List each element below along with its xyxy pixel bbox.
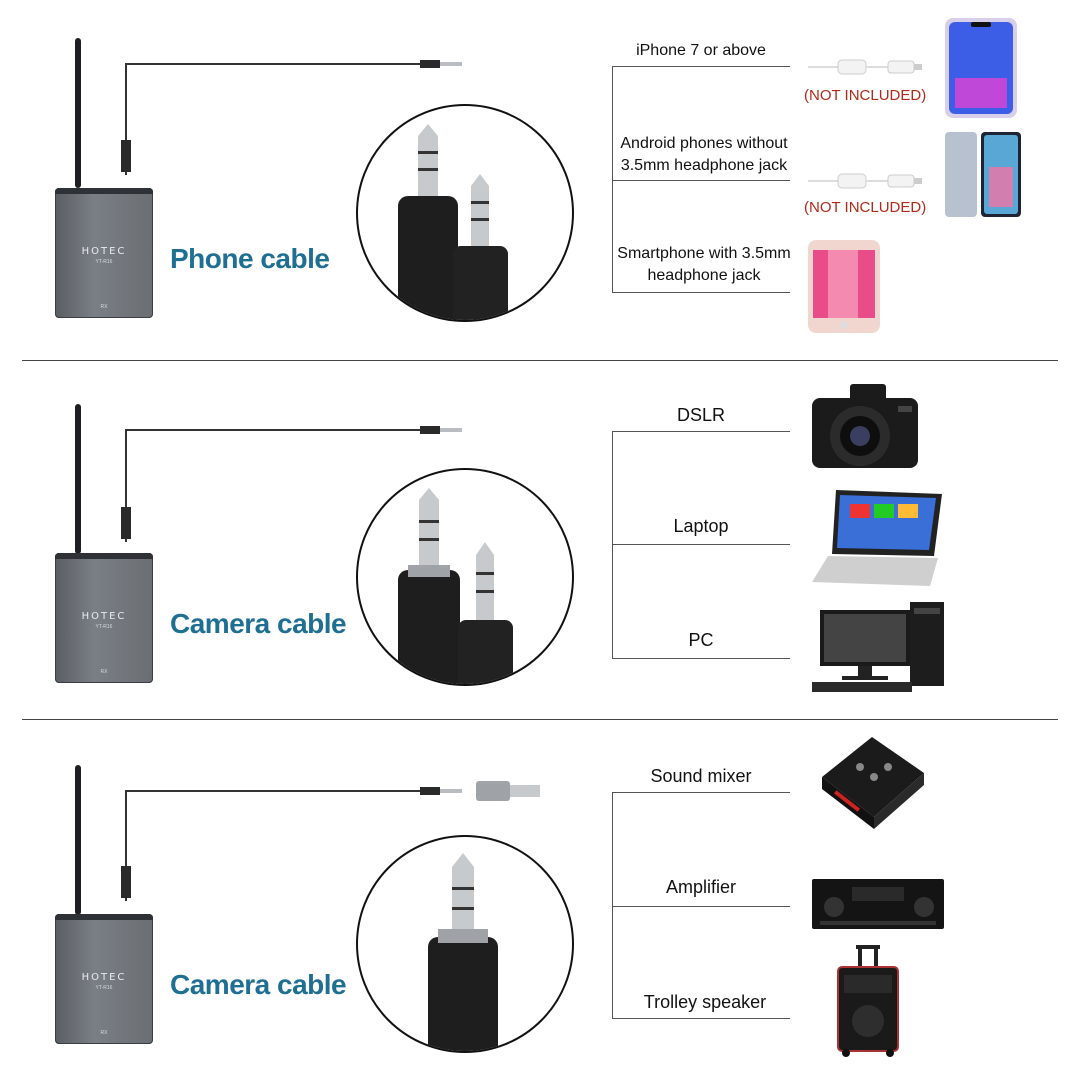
section-divider bbox=[22, 360, 1058, 361]
laptop-icon bbox=[812, 490, 942, 586]
amplifier-icon bbox=[812, 879, 944, 929]
receiver-brand: HOTEC bbox=[81, 246, 127, 257]
cable-label: Camera cable bbox=[170, 608, 347, 639]
device-line bbox=[612, 431, 790, 432]
trrs-plug-icon bbox=[398, 124, 508, 320]
plug-closeup bbox=[356, 835, 574, 1053]
device-line bbox=[612, 658, 790, 659]
section-camera-cable: HOTEC YT-R16 RX Camera cable DSLR Laptop… bbox=[0, 362, 1080, 722]
receiver-unit: HOTEC YT-R16 RX bbox=[55, 553, 153, 683]
not-included-note: (NOT INCLUDED) bbox=[804, 199, 927, 216]
trs-plug-icon bbox=[428, 853, 498, 1051]
device-line bbox=[612, 292, 790, 293]
device-tree-line bbox=[612, 66, 613, 293]
cable-drawing bbox=[75, 38, 462, 188]
device-label: Laptop bbox=[673, 516, 729, 536]
device-label: Trolley speaker bbox=[643, 992, 767, 1012]
receiver-brand: HOTEC bbox=[81, 611, 127, 622]
not-included-note: (NOT INCLUDED) bbox=[804, 87, 927, 104]
device-line bbox=[612, 1018, 790, 1019]
device-line bbox=[612, 66, 790, 67]
cable-drawing bbox=[75, 404, 462, 554]
receiver-unit: HOTEC YT-R16 RX bbox=[55, 914, 153, 1044]
receiver-model: YT-R16 bbox=[95, 259, 113, 265]
trolley-speaker-icon bbox=[837, 945, 899, 1057]
device-line bbox=[612, 906, 790, 907]
device-line bbox=[612, 180, 790, 181]
device-line bbox=[612, 792, 790, 793]
android-phone-icon bbox=[945, 132, 1021, 217]
receiver-rx: RX bbox=[100, 304, 108, 310]
receiver-unit: HOTEC YT-R16 RX bbox=[55, 188, 153, 318]
receiver-rx: RX bbox=[100, 1030, 108, 1036]
section-phone-cable: HOTEC YT-R16 RX Phone cable iPhone 7 or … bbox=[0, 0, 1080, 360]
device-label: Sound mixer bbox=[650, 766, 752, 786]
section-divider bbox=[22, 719, 1058, 720]
desktop-pc-icon bbox=[812, 602, 944, 692]
receiver-rx: RX bbox=[100, 669, 108, 675]
sound-mixer-icon bbox=[822, 737, 924, 829]
receiver-brand: HOTEC bbox=[81, 972, 127, 983]
device-label: Android phones without 3.5mm headphone j… bbox=[620, 135, 788, 174]
iphone-icon bbox=[945, 18, 1017, 118]
usb-c-adapter-icon bbox=[808, 173, 922, 189]
trs-plug-icon bbox=[398, 488, 513, 684]
receiver-model: YT-R16 bbox=[95, 624, 113, 630]
receiver-model: YT-R16 bbox=[95, 985, 113, 991]
lightning-adapter-icon bbox=[808, 59, 922, 75]
section-camera-cable-adapter: HOTEC YT-R16 RX Camera cable Sound mixer… bbox=[0, 721, 1080, 1081]
device-line bbox=[612, 544, 790, 545]
cable-label: Phone cable bbox=[170, 243, 330, 274]
smartphone-icon bbox=[808, 240, 880, 333]
dslr-camera-icon bbox=[812, 384, 918, 468]
device-label: DSLR bbox=[676, 405, 725, 425]
plug-closeup bbox=[356, 104, 574, 322]
plug-closeup bbox=[356, 468, 574, 686]
cable-drawing bbox=[75, 765, 540, 915]
device-label: Amplifier bbox=[665, 877, 736, 897]
device-label: Smartphone with 3.5mm headphone jack bbox=[617, 245, 791, 284]
device-tree-line bbox=[612, 792, 613, 1019]
cable-label: Camera cable bbox=[170, 969, 347, 1000]
device-label: PC bbox=[688, 630, 714, 650]
device-label: iPhone 7 or above bbox=[636, 42, 766, 59]
